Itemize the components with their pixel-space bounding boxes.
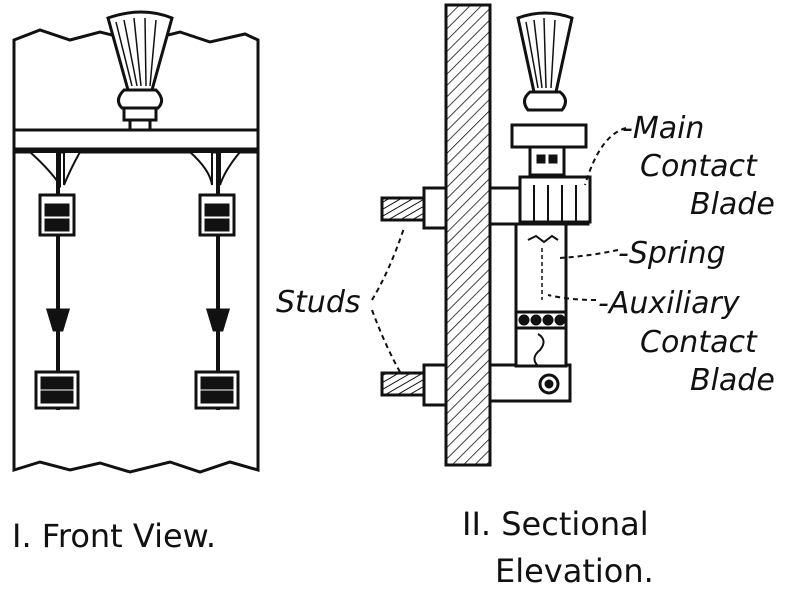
front-view-drawing xyxy=(12,10,260,474)
blade-body xyxy=(514,222,568,368)
auxiliary-contact-blade-label: -Auxiliary Contact Blade xyxy=(598,286,775,398)
leader-lines xyxy=(371,127,627,373)
studs-label: Studs xyxy=(276,285,361,320)
main-contact-blade-label: -Main Contact Blade xyxy=(622,111,775,222)
lower-stud xyxy=(380,371,428,397)
front-view-caption: I. Front View. xyxy=(12,517,216,555)
sectional-elevation-drawing xyxy=(380,3,592,467)
front-handle xyxy=(106,10,174,92)
upper-stud xyxy=(380,196,428,222)
hatched-panel xyxy=(444,3,492,467)
sectional-elevation-caption: II. Sectional Elevation. xyxy=(462,505,659,590)
spring-label: -Spring xyxy=(618,236,726,271)
front-panel xyxy=(12,28,260,474)
